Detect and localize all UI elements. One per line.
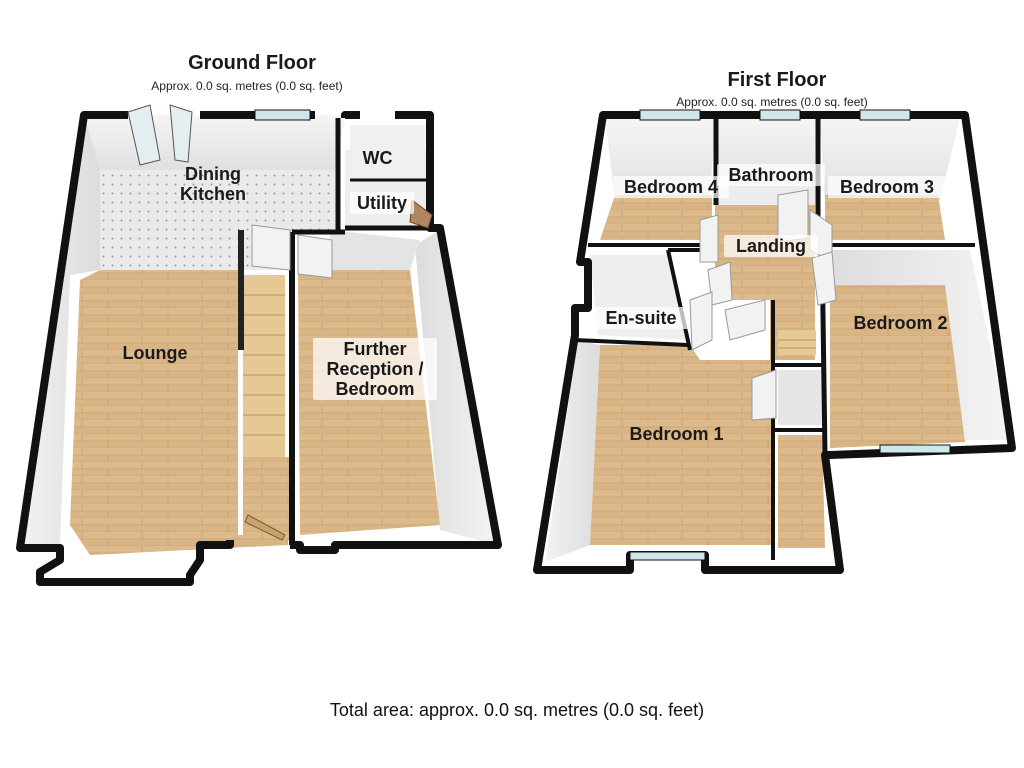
bedroom2-wall-face (825, 250, 1010, 440)
further-reception-floor (298, 270, 440, 535)
further-reception-label: Further Reception / Bedroom (313, 338, 437, 400)
further-reception-label-line2: Reception / (326, 359, 424, 379)
ground-wall-right-face (415, 230, 498, 545)
utility-label: Utility (350, 192, 414, 214)
patio-door-right (169, 104, 193, 163)
further-reception-wall-face (330, 230, 420, 270)
ground-floor-plan (16, 104, 502, 586)
first-door-8 (751, 369, 777, 421)
dining-kitchen-label-line2: Kitchen (179, 184, 246, 204)
dining-kitchen-label: Dining Kitchen (158, 164, 268, 204)
closet (778, 370, 822, 425)
bedroom3-window (859, 109, 911, 121)
first-floor-plan (533, 109, 1016, 574)
utility-door (409, 199, 433, 229)
bathroom-label: Bathroom (717, 164, 825, 186)
bedroom2-window (879, 444, 951, 454)
bedroom1-label: Bedroom 1 (629, 424, 724, 444)
ground-floor-area: Approx. 0.0 sq. metres (0.0 sq. feet) (151, 79, 343, 93)
bedroom1-floor (590, 345, 772, 545)
first-door-7 (689, 291, 713, 351)
bedroom3-floor (825, 195, 945, 240)
first-inner-wall-6 (574, 338, 689, 347)
wc-label: WC (362, 148, 393, 168)
ground-door-2 (297, 234, 333, 279)
bedroom4-label: Bedroom 4 (613, 176, 729, 198)
dining-kitchen-label-line1: Dining (185, 164, 241, 184)
ground-door-1 (251, 224, 291, 271)
ground-window-top (254, 109, 311, 121)
ground-floor-title: Ground Floor (188, 52, 316, 74)
total-area-caption: Total area: approx. 0.0 sq. metres (0.0 … (329, 700, 705, 720)
ensuite-label: En-suite (593, 307, 689, 329)
bedroom1-window (629, 551, 706, 561)
further-reception-label-line3: Bedroom (335, 379, 415, 399)
lounge-floor (70, 270, 288, 555)
bedroom1-wall-face (545, 340, 600, 562)
front-door (244, 514, 286, 541)
first-stairs (778, 330, 816, 355)
lounge-label: Lounge (122, 343, 188, 363)
first-inner-wall-7 (666, 249, 692, 351)
bathroom-window (759, 109, 801, 121)
first-door-4 (699, 214, 719, 263)
bedroom2-label: Bedroom 2 (853, 313, 948, 333)
wc-floor (350, 125, 425, 180)
bedroom4-floor (600, 195, 712, 240)
landing-label: Landing (724, 235, 818, 257)
wardrobe-floor (778, 435, 825, 548)
further-reception-label-line1: Further (343, 339, 407, 359)
first-door-3 (811, 251, 837, 306)
ground-wall-top-face (84, 115, 345, 170)
bedroom4-window (639, 109, 701, 121)
bedroom2-floor (830, 285, 965, 448)
first-door-6 (724, 299, 766, 341)
patio-door-left (127, 104, 161, 166)
first-outer-walls (533, 111, 1016, 574)
bedroom3-label: Bedroom 3 (828, 176, 946, 198)
first-floor-area: Approx. 0.0 sq. metres (0.0 sq. feet) (676, 95, 868, 109)
ground-outer-walls (16, 111, 502, 586)
ground-stairs (238, 230, 285, 457)
first-floor-title: First Floor (727, 69, 827, 91)
